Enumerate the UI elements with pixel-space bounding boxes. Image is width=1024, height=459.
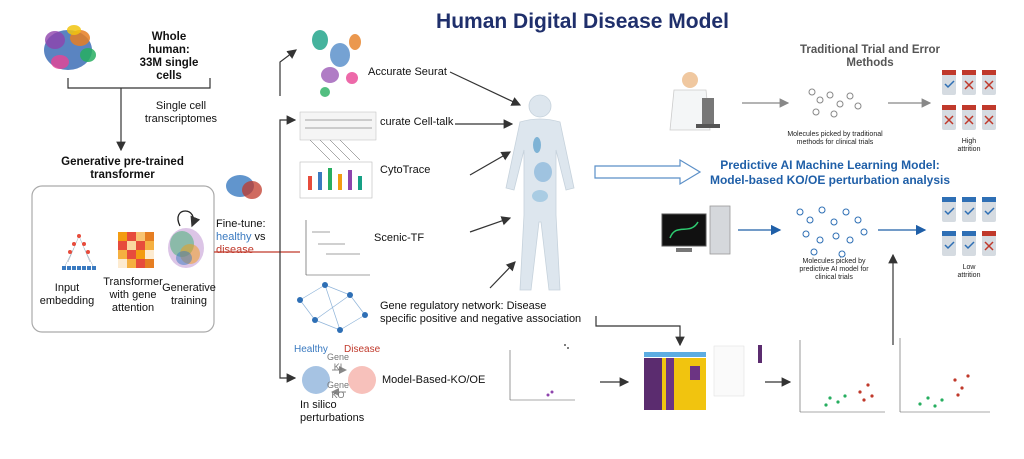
task-seurat: Accurate Seurat <box>368 66 447 78</box>
bottom-plot-volcano-2 <box>899 338 990 413</box>
bracket-line <box>67 78 211 89</box>
in-silico-thumb <box>302 366 376 396</box>
whole-human-umap <box>44 25 96 70</box>
cytotrace-thumb <box>299 161 373 199</box>
trad-vials <box>942 70 996 130</box>
bottom-plot-heatmap <box>644 345 762 410</box>
ai-vials <box>942 197 996 256</box>
predictive-title: Predictive AI Machine Learning Model:Mod… <box>709 158 951 187</box>
task-to-human-arrows <box>449 71 522 289</box>
fine-tune-disease: disease <box>216 244 254 256</box>
gpt-box <box>31 185 215 333</box>
fine-tune-branches <box>214 49 300 383</box>
trad-molecules-icon <box>808 88 862 118</box>
task-model-ko: Model-Based-KO/OE <box>382 374 486 386</box>
scientist-icon <box>669 72 720 131</box>
task-cytotrace: CytoTrace <box>380 164 431 176</box>
human-body-icon <box>505 94 575 291</box>
fine-tune-healthy: healthy <box>216 231 252 243</box>
predictive-hollow-arrow <box>594 158 702 186</box>
task-celltalk: curate Cell-talk <box>380 116 454 128</box>
computer-icon <box>661 205 731 255</box>
bottom-plot-volcano-1 <box>799 340 885 413</box>
bottom-plot-scatter <box>509 344 575 401</box>
seurat-umap-thumb <box>312 30 361 97</box>
celltalk-thumb <box>299 111 377 161</box>
ko-disease-label: Disease <box>344 344 381 355</box>
grn-network-thumb <box>297 282 368 333</box>
attention-heatmap-icon <box>118 232 154 268</box>
generative-training-icon <box>168 210 204 268</box>
page-title: Human Digital Disease Model <box>436 10 729 33</box>
input-embedding-icon <box>62 234 96 270</box>
ko-healthy-label: Healthy <box>294 344 328 355</box>
task-scenic: Scenic-TF <box>374 232 425 244</box>
ai-molecules-icon <box>796 206 868 258</box>
fine-tune-cluster-icon <box>226 175 262 199</box>
fine-tune-label: Fine-tune: healthy vs disease <box>216 218 278 257</box>
scenic-thumb <box>305 220 370 276</box>
bottom-flow-arrows <box>595 253 898 387</box>
